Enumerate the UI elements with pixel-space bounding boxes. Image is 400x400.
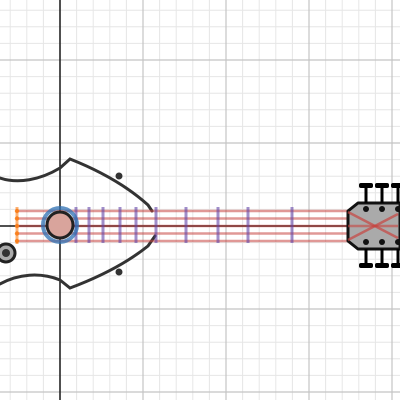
tuning-peg-post-bottom: [395, 239, 400, 245]
sound-hole-ring: [41, 206, 79, 244]
tuning-peg-knob-top: [391, 183, 400, 188]
tuning-pegs: [359, 183, 400, 268]
sound-hole[interactable]: [41, 206, 79, 244]
tuning-peg-post-top: [379, 206, 385, 212]
tuning-peg-post-top: [363, 206, 369, 212]
tuning-peg-knob-bottom: [391, 263, 400, 268]
headstock[interactable]: [346, 183, 400, 268]
guitar-body[interactable]: [0, 157, 157, 290]
tuning-peg-post-bottom: [379, 239, 385, 245]
frets: [74, 207, 294, 243]
tuning-peg-knob-top: [375, 183, 389, 188]
tuning-peg-post-top: [395, 206, 400, 212]
body-lower-curve: [0, 234, 157, 290]
body-upper-curve: [0, 157, 154, 213]
bridge-peg-inner: [2, 249, 10, 257]
sound-hole-outline: [45, 210, 75, 240]
tuning-peg-knob-bottom: [359, 263, 373, 268]
body-vertex-top: [115, 172, 123, 180]
tuning-peg-knob-bottom: [375, 263, 389, 268]
tuning-peg-knob-top: [359, 183, 373, 188]
tuning-peg-post-bottom: [363, 239, 369, 245]
bridge-peg: [0, 242, 17, 264]
body-vertex-bottom: [115, 268, 123, 276]
